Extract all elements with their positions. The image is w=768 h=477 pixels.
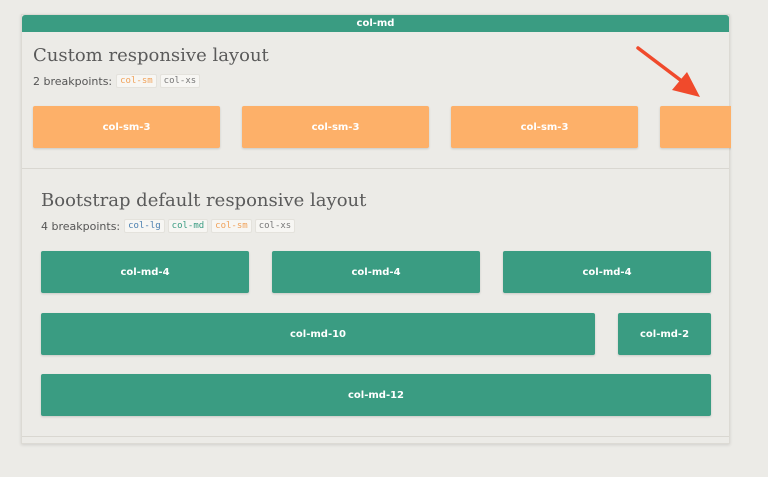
bootstrap-breakpoints: 4 breakpoints: col-lg col-md col-sm col-… xyxy=(41,219,298,233)
code-col-sm: col-sm xyxy=(116,74,157,88)
bootstrap-section-title: Bootstrap default responsive layout xyxy=(41,190,367,211)
bottom-divider xyxy=(22,436,729,437)
code-col-xs: col-xs xyxy=(159,74,201,88)
red-arrow-icon xyxy=(636,46,700,97)
code-col-lg: col-lg xyxy=(124,219,165,233)
col-md-4-box-2: col-md-4 xyxy=(272,251,480,293)
custom-col-sm-3-box-1: col-sm-3 xyxy=(33,106,220,148)
col-md-2-box: col-md-2 xyxy=(618,313,711,355)
col-md-12-box: col-md-12 xyxy=(41,374,711,416)
bootstrap-breakpoints-label: 4 breakpoints: xyxy=(41,219,121,233)
code-col-md: col-md xyxy=(167,219,209,233)
col-md-10-box: col-md-10 xyxy=(41,313,595,355)
col-md-header-bar: col-md xyxy=(22,15,729,32)
custom-breakpoints: 2 breakpoints: col-sm col-xs xyxy=(33,74,203,88)
custom-row: col-sm-3 col-sm-3 col-sm-3 xyxy=(22,103,731,153)
code-col-xs: col-xs xyxy=(254,219,296,233)
col-md-4-box-3: col-md-4 xyxy=(503,251,711,293)
custom-breakpoints-label: 2 breakpoints: xyxy=(33,74,113,88)
custom-col-sm-3-box-4-overflow xyxy=(660,106,731,148)
col-md-4-box-1: col-md-4 xyxy=(41,251,249,293)
code-col-sm: col-sm xyxy=(211,219,252,233)
custom-section-title: Custom responsive layout xyxy=(33,45,269,66)
layout-demo-panel: col-md Custom responsive layout 2 breakp… xyxy=(21,14,731,444)
custom-col-sm-3-box-2: col-sm-3 xyxy=(242,106,429,148)
custom-col-sm-3-box-3: col-sm-3 xyxy=(451,106,638,148)
section-divider xyxy=(22,168,729,169)
